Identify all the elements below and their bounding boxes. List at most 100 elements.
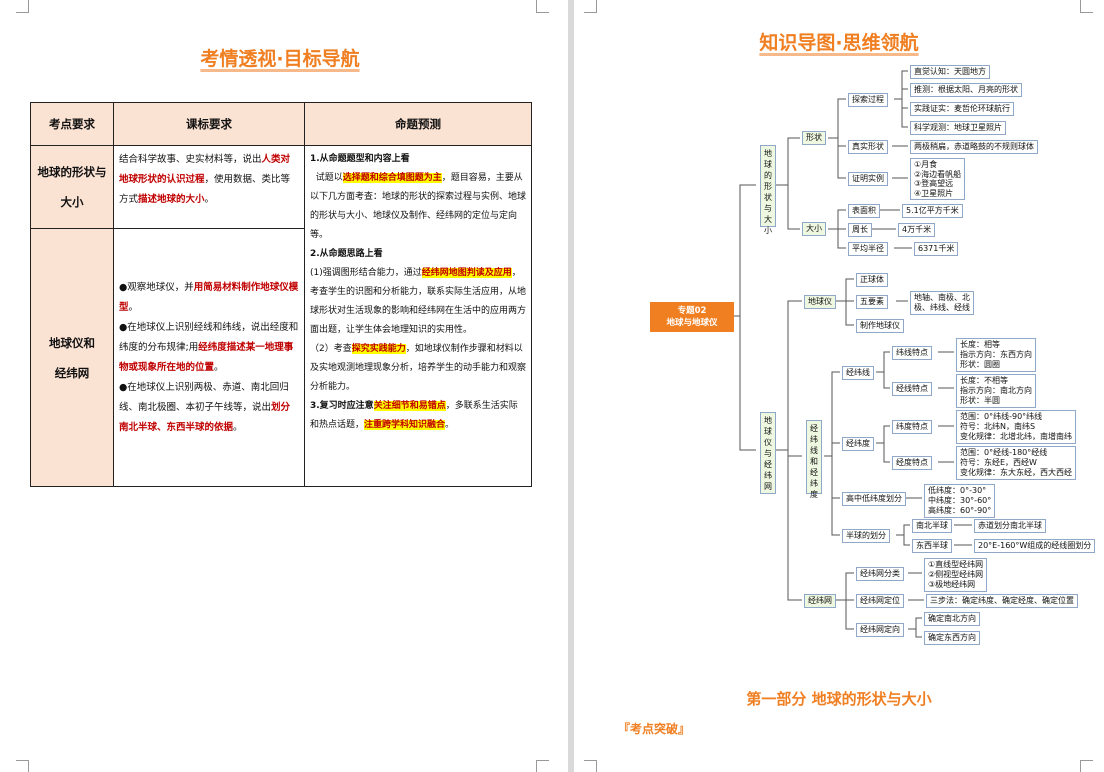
emphasis-text: 描述地球的大小 [138,194,205,205]
list-item: 长度：不相等 [960,376,1008,385]
list-item: ③极地经纬网 [928,580,976,589]
highlight-text: 关注细节和易错点 [373,401,446,411]
branch-globe-grid: 地球仪与经纬网 [760,412,776,494]
text: ，题目容易，主要从以下几方面考查：地球的形状的探索过程与实例、地球的形状与大小、… [310,173,527,240]
crop-mark [584,0,597,13]
node-make-globe: 制作地球仪 [856,319,904,333]
node-meridian-features: 经线特点 [892,382,932,396]
node-item: 确定南北方向 [924,612,980,626]
node-longitude-features: 经度特点 [892,456,932,470]
list-item: 符号：北纬N，南纬S [960,422,1036,431]
node-hemispheres: 半球的划分 [842,529,890,543]
node-size-value: 5.1亿平方千米 [902,204,963,218]
list-item: 极、纬线、经线 [914,303,970,312]
node-ew-hemisphere: 东西半球 [912,539,952,553]
node-graticule-direction: 经纬网定向 [856,623,904,637]
node-exploration: 探索过程 [848,93,888,107]
node-item-list: 低纬度：0°-30° 中纬度：30°-60° 高纬度：60°-90° [924,484,996,518]
topic-line: 地球仪和 [49,335,95,350]
node-size-key: 平均半径 [848,242,888,256]
list-item: 指示方向：东西方向 [960,350,1032,359]
table-header: 课标要求 [113,102,305,146]
text: ，如地球仪制作步骤和材料以及实地观测地理现象分析，培养学生的动手能力和观察分析能… [310,344,527,392]
list-item: 范围：0°纬线-90°纬线 [960,412,1043,421]
node-item-list: 长度：不相等 指示方向：南北方向 形状：半圆 [956,374,1036,408]
node-item-list: 范围：0°经线-180°经线 符号：东经E，西经W 变化规律：东大东经，西大西经 [956,446,1076,480]
text: 。 [214,361,224,373]
node-size-key: 周长 [848,223,872,237]
node-item-list: ①直线型经纬网 ②侧视型经纬网 ③极地经纬网 [924,558,988,592]
list-item: 范围：0°经线-180°经线 [960,448,1048,457]
highlight-text: 探究实践能力 [351,344,406,354]
node-size: 大小 [802,222,826,236]
prediction-heading: 2.从命题思路上看 [310,249,383,259]
node-item-list: 长度：相等 指示方向：东西方向 形状：圆圈 [956,338,1036,372]
list-item: ②海边看帆船 [914,169,962,179]
node-item-list: 范围：0°纬线-90°纬线 符号：北纬N，南纬S 变化规律：北增北纬，南增南纬 [956,410,1076,444]
list-item: ①月食 [914,160,938,169]
text: ●观察地球仪，并 [119,281,194,293]
highlight-text: 选择题和综合填图题为主 [342,173,442,183]
table-header: 命题预测 [304,102,532,146]
highlight-text: 注重跨学科知识融合 [364,420,446,430]
list-item: 中纬度：30°-60° [928,496,992,505]
node-item: 确定东西方向 [924,631,980,645]
table-header-row: 考点要求 课标要求 命题预测 [30,102,532,146]
emphasis-text: 人类对地球形状的认识过程 [119,154,291,185]
section-label: 『考点突破』 [618,722,691,736]
node-graticule: 经纬网 [804,594,836,608]
mindmap-root: 专题02 地球与地球仪 [650,302,734,332]
mindmap-title: 知识导图·思维领航 [759,32,919,54]
branch-shape-size: 地球的形状与大小 [760,145,776,235]
list-item: 长度：相等 [960,340,1000,349]
node-size-value: 4万千米 [898,223,936,237]
emphasis-text: 划分南北半球、东西半球的依据 [119,401,291,433]
node-latitude-features: 纬度特点 [892,420,932,434]
node-latitude-zones: 高中低纬度划分 [842,492,906,506]
mindmap-connectors [734,70,972,638]
requirement-cell: 结合科学故事、史实材料等，说出人类对地球形状的认识过程，使用数据、类比等方式描述… [113,145,305,229]
text: 。 [233,421,243,433]
node-ns-hemisphere: 南北半球 [912,519,952,533]
text: 。 [204,194,215,205]
requirement-cell: ●观察地球仪，并用简易材料制作地球仪模型。 ●在地球仪上识别经线和纬线，说出经度… [113,228,305,487]
list-item: 变化规律：北增北纬，南增南纬 [960,432,1072,441]
root-line: 专题02 [677,306,707,316]
node-sphere: 正球体 [856,273,888,287]
list-item: 符号：东经E，西经W [960,458,1037,467]
node-item: 科学观测：地球卫星照片 [910,121,1006,135]
text: (1)强调图形结合能力，通过 [310,268,422,278]
left-page: 考情透视·目标导航 考点要求 课标要求 命题预测 地球的形状与 大小 结合科学故… [0,0,568,772]
node-parallel-features: 纬线特点 [892,346,932,360]
prediction-heading: 3.复习时应注意 [310,401,374,411]
node-item: 20°E-160°W组成的经线圈划分 [974,539,1096,553]
node-item: 赤道划分南北半球 [974,519,1046,533]
crop-mark [16,760,29,772]
list-item: ②侧视型经纬网 [928,570,984,579]
node-graticule-types: 经纬网分类 [856,567,904,581]
list-item: 指示方向：南北方向 [960,386,1032,395]
crop-mark [536,0,549,13]
list-item: 高纬度：60°-90° [928,506,992,515]
root-line: 地球与地球仪 [666,318,718,328]
list-item: ④卫星照片 [914,188,954,198]
node-item: 直觉认知：天圆地方 [910,65,990,79]
text: （2）考查 [310,344,352,354]
crop-mark [584,760,597,772]
text: 试题以 [315,173,343,183]
topic-line: 大小 [60,195,84,209]
node-item-list: 地轴、南极、北 极、纬线、经线 [910,291,974,315]
crop-mark [1080,0,1093,13]
node-item: 三步法：确定纬度、确定经度、确定位置 [926,594,1078,608]
exam-analysis-table: 考点要求 课标要求 命题预测 地球的形状与 大小 结合科学故事、史实材料等，说出… [30,102,532,487]
node-five-elements: 五要素 [856,295,888,309]
prediction-heading: 1.从命题题型和内容上看 [310,154,410,164]
table-row: 地球的形状与 大小 结合科学故事、史实材料等，说出人类对地球形状的认识过程，使用… [30,145,532,487]
node-lines-degrees: 经纬线和经纬度 [806,420,822,499]
table-row: 地球仪和 经纬网 ●观察地球仪，并用简易材料制作地球仪模型。 ●在地球仪上识别经… [30,228,532,487]
list-item: ①直线型经纬网 [928,560,984,569]
node-shape: 形状 [802,131,826,145]
emphasis-text: 用简易材料制作地球仪模型 [119,281,299,313]
text: 结合科学故事、史实材料等，说出 [119,154,262,165]
node-item: 推测：根据太阳、月亮的形状 [910,83,1022,97]
